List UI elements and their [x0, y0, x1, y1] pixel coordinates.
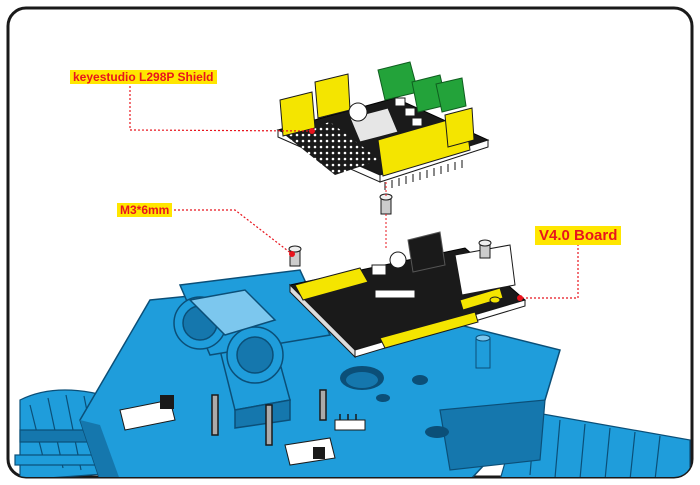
v4-board [288, 231, 527, 359]
screw-icon [288, 245, 302, 267]
screw-icon [379, 193, 393, 215]
l298p-shield [276, 61, 490, 190]
shield-label: keyestudio L298P Shield [70, 70, 217, 84]
leader-line-screw [170, 209, 293, 255]
screw-label: M3*6mm [117, 203, 173, 217]
leader-line-board [520, 244, 579, 299]
board-label: V4.0 Board [535, 226, 622, 245]
leader-dot-board [517, 295, 523, 301]
screw-icon [478, 239, 492, 259]
leader-line-shield [129, 82, 313, 132]
